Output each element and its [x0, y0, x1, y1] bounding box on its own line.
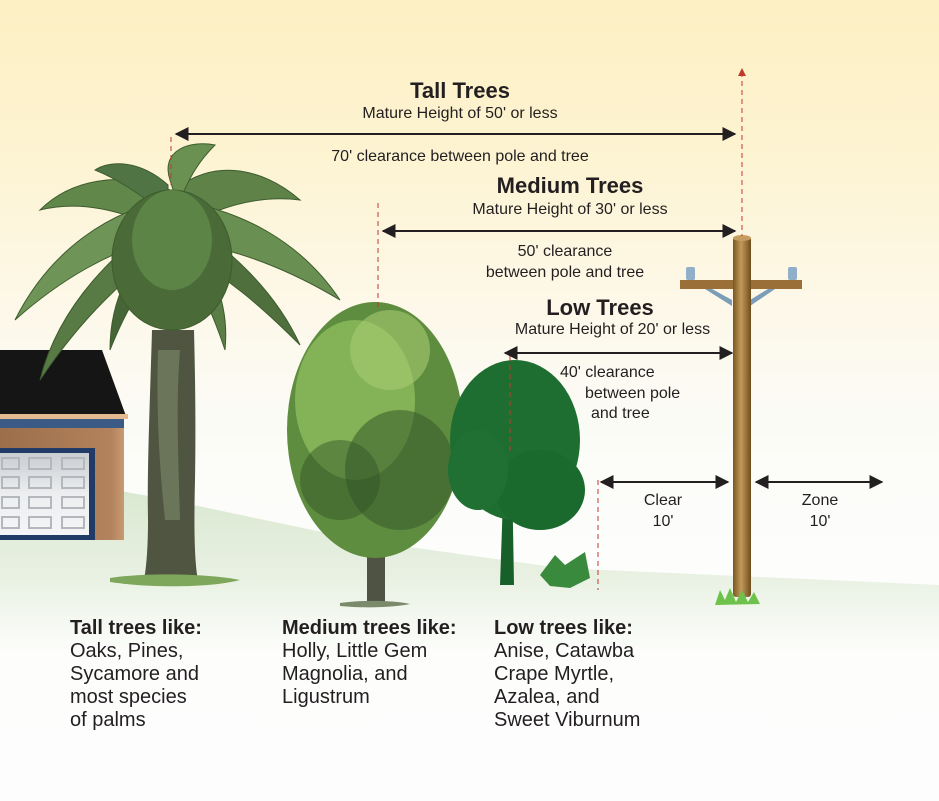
utility-pole-illustration	[680, 235, 802, 605]
medium-trees-clearance-line2: between pole and tree	[485, 264, 645, 281]
list-item: Holly, Little Gem	[282, 640, 428, 662]
list-item: Oaks, Pines,	[70, 640, 184, 662]
list-item: of palms	[70, 709, 146, 731]
pole-shaft	[733, 237, 751, 597]
medium-trees-clearance-line1: 50' clearance	[517, 243, 613, 260]
medium-trees-heading: Medium Trees	[496, 173, 644, 198]
list-item: Ligustrum	[282, 686, 370, 708]
dashed-height-markers	[170, 72, 743, 590]
low-trees-heading: Low Trees	[546, 295, 654, 320]
low-tree-illustration	[448, 360, 590, 588]
palm-tree-illustration	[14, 143, 341, 587]
low-trees-examples-title: Low trees like:	[494, 617, 633, 639]
tall-trees-height-note: Mature Height of 50' or less	[362, 105, 558, 122]
garage-door	[0, 453, 89, 535]
medium-trees-examples: Medium trees like: Holly, Little Gem Mag…	[282, 617, 457, 709]
clear-zone-label: Clear	[643, 492, 683, 509]
list-item: Azalea, and	[494, 686, 600, 708]
insulator-right	[788, 267, 797, 280]
list-item: Anise, Catawba	[494, 640, 635, 662]
low-trees-examples: Low trees like: Anise, Catawba Crape Myr…	[494, 617, 640, 732]
clearance-arrows	[174, 127, 884, 489]
low-trees-clearance-line2: between pole	[585, 385, 681, 402]
zone-label: Zone	[801, 492, 839, 509]
list-item: Crape Myrtle,	[494, 663, 615, 685]
palm-fronds	[14, 143, 341, 381]
up-arrow-marker	[738, 68, 746, 76]
clear-zone-distance: 10'	[652, 513, 674, 530]
list-item: Sweet Viburnum	[494, 709, 641, 731]
tall-trees-examples: Tall trees like: Oaks, Pines, Sycamore a…	[70, 617, 202, 732]
tall-trees-clearance: 70' clearance between pole and tree	[331, 148, 589, 165]
zone-distance: 10'	[809, 513, 831, 530]
list-item: Sycamore and	[70, 663, 199, 685]
insulator-left	[686, 267, 695, 280]
house	[0, 350, 128, 540]
medium-tree-illustration	[287, 302, 463, 608]
shrub	[540, 552, 590, 588]
ground	[0, 470, 939, 650]
list-item: most species	[70, 686, 187, 708]
low-trees-height-note: Mature Height of 20' or less	[514, 321, 711, 338]
medium-trees-height-note: Mature Height of 30' or less	[472, 201, 668, 218]
house-roof	[0, 350, 126, 416]
low-trees-clearance-line1: 40' clearance	[560, 364, 655, 381]
list-item: Magnolia, and	[282, 663, 408, 685]
tall-trees-heading: Tall Trees	[410, 78, 510, 103]
medium-trees-examples-title: Medium trees like:	[282, 617, 457, 639]
tall-trees-examples-title: Tall trees like:	[70, 617, 202, 639]
low-trees-clearance-line3: and tree	[591, 405, 650, 422]
pole-grass	[715, 588, 760, 605]
